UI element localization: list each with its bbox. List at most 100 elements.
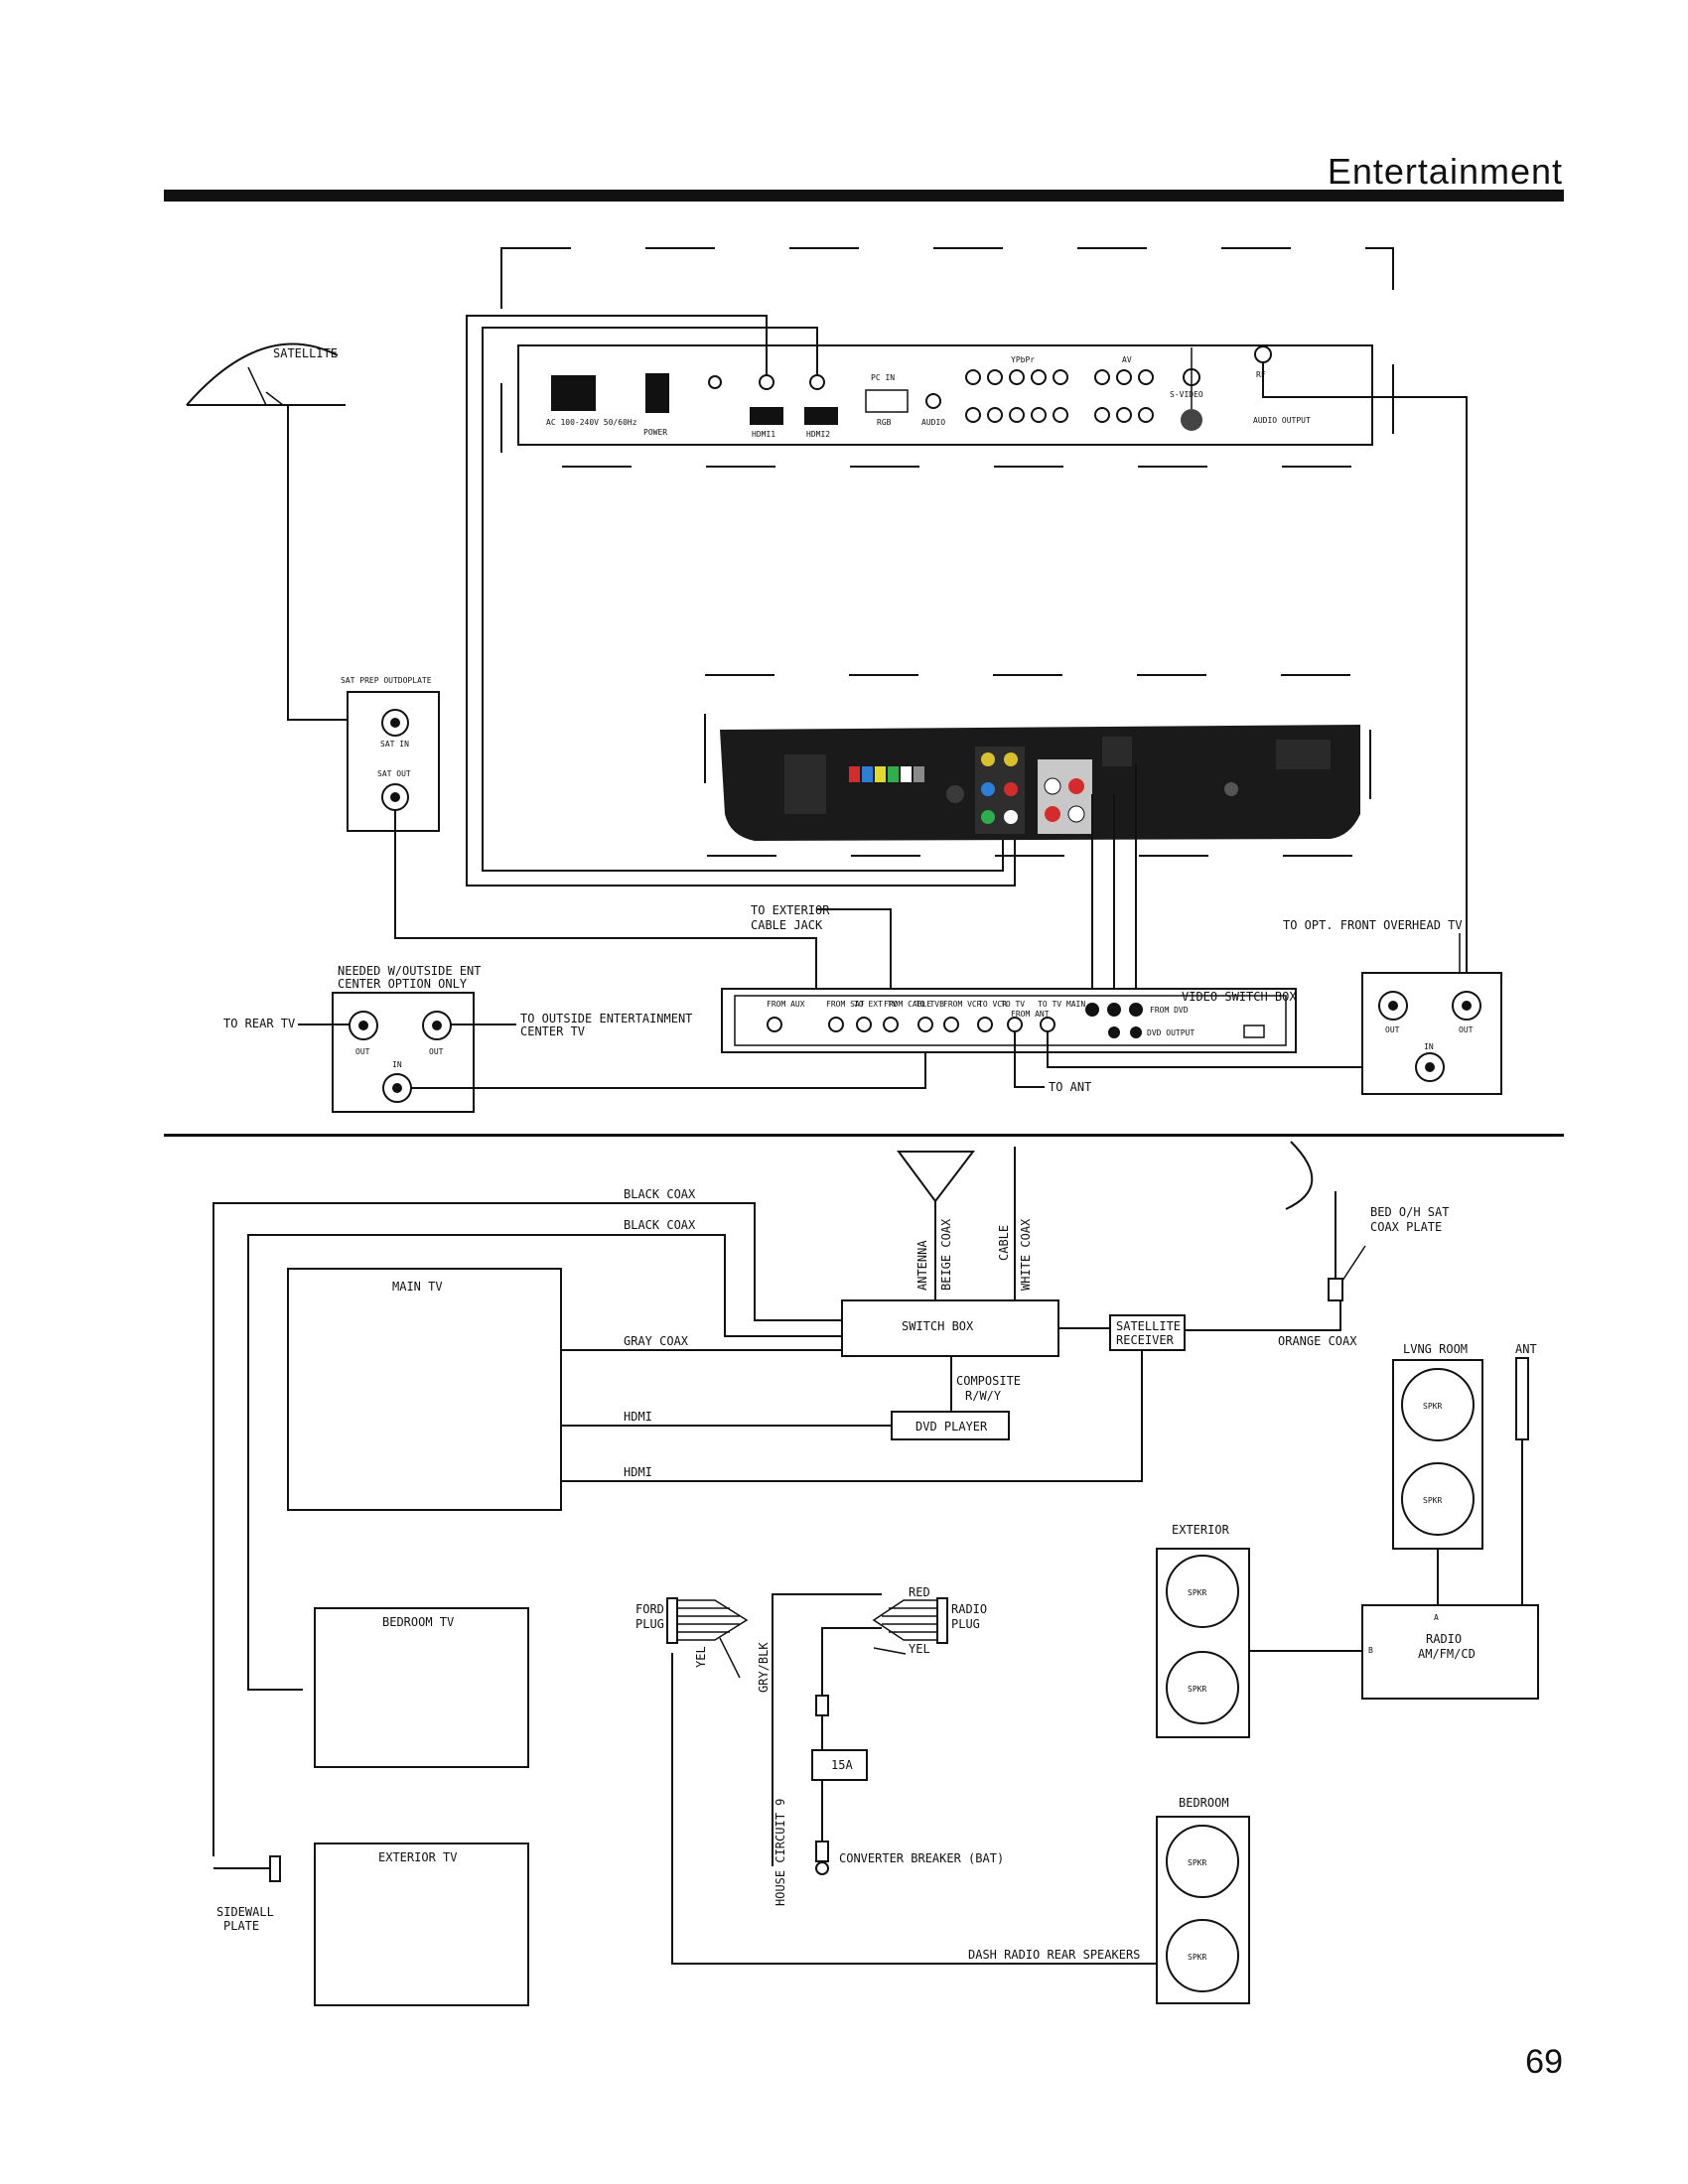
hdmi2-label: HDMI2: [806, 430, 830, 439]
radio-antenna: [1515, 1357, 1529, 1440]
dvd-output-label: DVD OUTPUT: [1147, 1028, 1195, 1037]
power-inlet-label: AC 100-240V 50/60Hz: [546, 418, 637, 427]
bedroom-label: BEDROOM: [1179, 1796, 1229, 1810]
tv-back-panel: AC 100-240V 50/60Hz POWER HDMI1 HDMI2 PC…: [517, 344, 1373, 446]
sidewall-plate: [269, 1855, 281, 1882]
sat-prep-plate: SAT PREP OUTDOPLATE SAT IN SAT OUT: [341, 676, 440, 832]
rgb-label: RGB: [877, 418, 892, 427]
dash-radio-label: DASH RADIO REAR SPEAKERS: [968, 1948, 1140, 1962]
exterior-cable-jack-label: TO EXTERIOR CABLE JACK: [751, 903, 830, 932]
bed-oh-sat-plate: [1328, 1278, 1343, 1301]
dvd-receiver-panel: [720, 725, 1360, 841]
overhead-out-1: OUT: [1385, 1025, 1400, 1034]
jack-to-tvb: TO TVB: [915, 1000, 944, 1009]
hdmi-2-label: HDMI: [624, 1465, 652, 1479]
to-rear-tv-label: TO REAR TV: [223, 1017, 295, 1030]
sat-receiver-label-1: SATELLITE: [1116, 1319, 1181, 1333]
bedroom-tv: [314, 1607, 529, 1768]
audio-output-label: AUDIO OUTPUT: [1253, 416, 1311, 425]
ant-label: ANT: [1515, 1342, 1537, 1356]
antenna-label: ANTENNA: [915, 1240, 929, 1291]
jack-from-cable: FROM CABLE: [884, 1000, 931, 1009]
sat-prep-label: SAT PREP OUTDOPLATE: [341, 676, 432, 685]
black-coax-1-label: BLACK COAX: [624, 1187, 696, 1201]
svg-text:CENTER TV: CENTER TV: [520, 1024, 585, 1038]
svg-text:CENTER OPTION ONLY: CENTER OPTION ONLY: [338, 977, 468, 991]
sidewall-label-1: SIDEWALL: [216, 1905, 274, 1919]
orange-coax-label: ORANGE COAX: [1278, 1334, 1357, 1348]
svg-text:TO OUTSIDE ENTERTAINMENT: TO OUTSIDE ENTERTAINMENT: [520, 1012, 692, 1025]
exterior-spkr-2: SPKR: [1188, 1685, 1206, 1694]
satellite-label: SATELLITE: [273, 346, 338, 360]
overhead-out-2: OUT: [1459, 1025, 1474, 1034]
jack-to-ext-tv: TO EXT TV: [854, 1000, 898, 1009]
switch-box: [841, 1299, 1059, 1357]
jack-to-vcr: TO VCR: [978, 1000, 1007, 1009]
black-coax-2-label: BLACK COAX: [624, 1218, 696, 1232]
main-tv: [287, 1268, 562, 1511]
converter-breaker-label: CONVERTER BREAKER (BAT): [839, 1851, 1004, 1865]
radio-plug-label-2: PLUG: [951, 1617, 980, 1631]
sat-receiver-label-2: RECEIVER: [1116, 1333, 1175, 1347]
satellite-dish: SATELLITE: [186, 342, 346, 406]
switch-box-label: SWITCH BOX: [902, 1319, 974, 1333]
main-tv-label: MAIN TV: [392, 1280, 443, 1294]
video-switch-box-label: VIDEO SWITCH BOX: [1182, 990, 1297, 1004]
radio-unit: [1361, 1604, 1539, 1700]
overhead-in: IN: [1424, 1042, 1434, 1051]
gray-coax-label: GRAY COAX: [624, 1334, 689, 1348]
power-label: POWER: [643, 428, 667, 437]
jack-from-sat: FROM SAT: [826, 1000, 865, 1009]
overhead-tv-plate: OUT OUT IN: [1361, 972, 1502, 1095]
satellite-receiver: [1109, 1314, 1186, 1351]
top-diagram: SATELLITE SAT PREP OUTDOPLATE SAT IN SAT…: [186, 247, 1502, 1113]
exterior-tv: [314, 1843, 529, 2006]
radio-a-label: A: [1434, 1613, 1439, 1622]
house-circuit-label: HOUSE CIRCUIT 9: [774, 1799, 787, 1906]
lvng-spkr-1: SPKR: [1423, 1402, 1442, 1411]
ford-plug-label-1: FORD: [635, 1602, 664, 1616]
beige-coax-label: BEIGE COAX: [939, 1218, 953, 1291]
av-label: AV: [1122, 355, 1132, 364]
needed-outside-label: NEEDED W/OUTSIDE ENT CENTER OPTION ONLY: [338, 964, 482, 991]
composite-label-2: R/W/Y: [965, 1389, 1002, 1403]
svg-text:TO EXTERIOR: TO EXTERIOR: [751, 903, 830, 917]
fuse-label: 15A: [831, 1758, 853, 1772]
ford-plug-label-2: PLUG: [635, 1617, 664, 1631]
red-label: RED: [909, 1585, 930, 1599]
cable-label: CABLE: [997, 1225, 1011, 1261]
converter-breaker-icon: [815, 1861, 829, 1875]
page-title: Entertainment: [1327, 151, 1563, 192]
outside-ent-plate: OUT OUT IN: [332, 992, 475, 1113]
to-ant-label: TO ANT: [1049, 1080, 1091, 1094]
lvng-spkr-2: SPKR: [1423, 1496, 1442, 1505]
gry-blk-label: GRY/BLK: [757, 1642, 771, 1693]
jack-from-ant: FROM ANT: [1011, 1010, 1050, 1019]
rf-label: RF: [1256, 370, 1266, 379]
video-switch-box: VIDEO SWITCH BOX FROM AUX FROM SAT TO EX…: [721, 988, 1297, 1053]
section-divider: [164, 1134, 1564, 1137]
page-number: 69: [1525, 2043, 1563, 2081]
radio-plug-icon: [872, 1597, 948, 1644]
svg-text:CABLE JACK: CABLE JACK: [751, 918, 823, 932]
yel-label-1: YEL: [694, 1646, 708, 1668]
svideo-label: S-VIDEO: [1170, 390, 1203, 399]
radio-b-label: B: [1368, 1646, 1373, 1655]
outside-in: IN: [392, 1060, 402, 1069]
jack-to-tv-main: TO TV MAIN: [1038, 1000, 1085, 1009]
jack-to-tv: TO TV: [1001, 1000, 1025, 1009]
svg-text:NEEDED W/OUTSIDE ENT: NEEDED W/OUTSIDE ENT: [338, 964, 482, 978]
from-dvd-label: FROM DVD: [1150, 1006, 1189, 1015]
yel-label-2: YEL: [909, 1642, 930, 1656]
white-coax-label: WHITE COAX: [1019, 1218, 1033, 1291]
audio-label: AUDIO: [921, 418, 945, 427]
exterior-tv-label: EXTERIOR TV: [378, 1850, 457, 1864]
pcin-label: PC IN: [871, 373, 895, 382]
exterior-label: EXTERIOR: [1172, 1523, 1230, 1537]
radio-label-2: AM/FM/CD: [1418, 1647, 1476, 1661]
bedroom-spkr-1: SPKR: [1188, 1858, 1206, 1867]
outside-out-1: OUT: [355, 1047, 370, 1056]
sidewall-label-2: PLATE: [223, 1919, 259, 1933]
antenna-icon: [897, 1151, 976, 1203]
inline-fuse-holder: [815, 1695, 829, 1716]
